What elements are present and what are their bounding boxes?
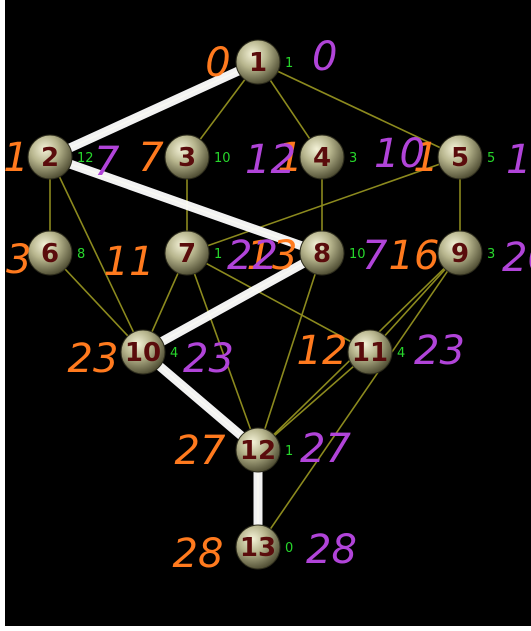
node-weight-4: 3 <box>349 151 357 166</box>
edge-7-12 <box>186 252 259 451</box>
graph-background <box>5 0 531 626</box>
edge-5-7 <box>186 156 461 254</box>
purple-annotation-5: 15 <box>506 137 531 183</box>
node-ball-2 <box>27 134 73 180</box>
node-weight-1: 1 <box>285 56 293 71</box>
edge-9-13 <box>257 252 461 548</box>
edge-1-5 <box>257 61 461 158</box>
node-ball-9 <box>437 230 483 276</box>
highlight-path-segment-1-2 <box>45 57 263 162</box>
node-8[interactable]: 8 10 <box>299 230 366 276</box>
node-ball-13 <box>235 524 281 570</box>
node-weight-13: 0 <box>285 541 293 556</box>
purple-annotation-9: 20 <box>502 235 531 281</box>
node-label-13: 13 <box>240 533 276 563</box>
node-ball-5 <box>437 134 483 180</box>
annotation-layer: 0171113111316231227280712101522720232327… <box>0 34 531 577</box>
node-ball-8 <box>299 230 345 276</box>
orange-annotation-10: 23 <box>68 336 119 382</box>
node-label-11: 11 <box>352 338 388 368</box>
node-ball-10 <box>120 329 166 375</box>
orange-annotation-13: 28 <box>173 531 224 577</box>
orange-annotation-8: 13 <box>247 233 298 279</box>
node-ball-4 <box>299 134 345 180</box>
purple-annotation-8: 7 <box>362 233 388 279</box>
node-ball-11 <box>347 329 393 375</box>
node-2[interactable]: 2 12 <box>27 134 94 180</box>
node-ball-6 <box>27 230 73 276</box>
node-label-10: 10 <box>125 338 161 368</box>
node-weight-11: 4 <box>397 346 405 361</box>
node-10[interactable]: 10 4 <box>120 329 178 375</box>
node-label-2: 2 <box>41 143 59 173</box>
purple-annotation-3: 12 <box>245 137 296 183</box>
orange-annotation-12: 27 <box>175 428 226 474</box>
node-ball-1 <box>235 39 281 85</box>
node-weight-9: 3 <box>487 247 495 262</box>
orange-annotation-11: 12 <box>297 328 348 374</box>
node-label-7: 7 <box>178 239 196 269</box>
orange-annotation-9: 16 <box>389 233 440 279</box>
node-weight-7: 1 <box>214 247 222 262</box>
edge-8-12 <box>257 252 323 451</box>
node-weight-2: 12 <box>77 151 94 166</box>
node-label-6: 6 <box>41 239 59 269</box>
node-weight-12: 1 <box>285 444 293 459</box>
node-weight-6: 8 <box>77 247 85 262</box>
purple-annotation-10: 23 <box>183 336 234 382</box>
highlight-path-segment-8-10 <box>138 248 327 357</box>
node-weight-8: 10 <box>349 247 366 262</box>
node-13[interactable]: 13 0 <box>235 524 293 570</box>
node-11[interactable]: 11 4 <box>347 329 405 375</box>
left-border <box>0 0 5 626</box>
node-ball-7 <box>164 230 210 276</box>
purple-annotation-7: 22 <box>227 233 278 279</box>
node-label-5: 5 <box>451 143 469 173</box>
node-label-3: 3 <box>178 143 196 173</box>
node-ball-12 <box>235 427 281 473</box>
orange-annotation-5: 1 <box>413 135 438 181</box>
purple-annotation-2: 7 <box>94 139 120 185</box>
orange-annotation-3: 7 <box>138 135 164 181</box>
edge-2-10 <box>49 156 144 353</box>
edge-7-11 <box>186 252 371 353</box>
highlight-path-segment-2-8 <box>45 152 327 258</box>
node-label-4: 4 <box>313 143 331 173</box>
node-weight-3: 10 <box>214 151 231 166</box>
purple-annotation-12: 27 <box>300 426 351 472</box>
node-label-8: 8 <box>313 239 331 269</box>
node-3[interactable]: 3 10 <box>164 134 231 180</box>
node-ball-3 <box>164 134 210 180</box>
node-label-12: 12 <box>240 436 276 466</box>
orange-annotation-7: 11 <box>104 239 155 285</box>
purple-annotation-4: 10 <box>374 131 425 177</box>
orange-annotation-1: 0 <box>205 40 230 86</box>
edge-11-12 <box>257 351 371 451</box>
purple-annotation-1: 0 <box>312 34 337 80</box>
node-weight-10: 4 <box>170 346 178 361</box>
node-label-9: 9 <box>451 239 469 269</box>
purple-annotation-11: 23 <box>414 328 465 374</box>
highlight-path-segment-10-12 <box>138 347 263 455</box>
edge-6-10 <box>49 252 144 353</box>
node-weight-5: 5 <box>487 151 495 166</box>
purple-annotation-13: 28 <box>306 527 357 573</box>
orange-annotation-6: 13 <box>0 237 31 283</box>
node-label-1: 1 <box>249 48 267 78</box>
orange-annotation-4: 1 <box>277 135 302 181</box>
orange-annotation-2: 1 <box>3 135 28 181</box>
node-12[interactable]: 12 1 <box>235 427 293 473</box>
